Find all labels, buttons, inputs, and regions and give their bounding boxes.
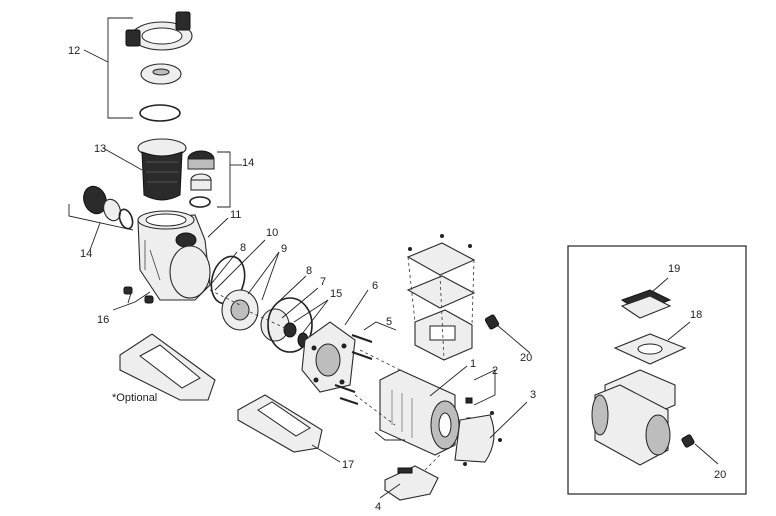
drive-control-box (406, 234, 476, 361)
strainer-basket (137, 138, 187, 201)
callout-11: 11 (230, 209, 241, 221)
fan-cover (454, 411, 502, 466)
callout-5: 5 (386, 316, 392, 328)
pump-base (237, 394, 323, 453)
callout-4: 4 (375, 501, 381, 513)
inset-panel (567, 245, 747, 495)
union-fitting-right (187, 150, 215, 208)
callout-17: 17 (342, 459, 354, 471)
optional-pump-base (119, 333, 216, 401)
inset-motor-drive (591, 369, 676, 466)
seal-plate-bolts (334, 334, 373, 405)
callout-20-main: 20 (520, 352, 532, 364)
leader-lines (68, 17, 719, 499)
callout-12: 12 (68, 45, 80, 57)
motor (379, 369, 460, 456)
lid-clamp-assembly (125, 11, 193, 122)
callout-13: 13 (94, 143, 106, 155)
pump-housing (137, 210, 211, 301)
union-fitting-left (83, 185, 134, 230)
alignment-lines (209, 289, 441, 471)
cable-fitting (484, 314, 500, 330)
callout-labels: 1 2 3 4 5 6 7 8 8 9 10 11 12 13 14 14 15… (68, 45, 726, 513)
drain-plugs (123, 286, 154, 304)
callout-3: 3 (530, 389, 536, 401)
callout-6: 6 (372, 280, 378, 292)
callout-20-inset: 20 (714, 469, 726, 481)
callout-14-left: 14 (80, 248, 92, 260)
callout-18: 18 (690, 309, 702, 321)
callout-16: 16 (97, 314, 109, 326)
callout-8-left: 8 (240, 242, 246, 254)
inset-keypad-cover (620, 289, 672, 319)
inset-cable-fitting (681, 434, 695, 448)
callout-10: 10 (266, 227, 278, 239)
diffuser (221, 289, 259, 331)
housing-o-ring (210, 255, 246, 305)
inset-drive-gasket (613, 333, 687, 365)
callout-9: 9 (281, 243, 287, 255)
callout-19: 19 (668, 263, 680, 275)
seal-plate (301, 321, 356, 393)
callout-2: 2 (492, 365, 498, 377)
callout-1: 1 (470, 358, 476, 370)
seal-plate-o-ring (267, 297, 313, 353)
optional-note: *Optional (112, 392, 157, 404)
callout-7: 7 (320, 276, 326, 288)
callout-8-right: 8 (306, 265, 312, 277)
motor-foot (384, 465, 439, 501)
callout-14-right: 14 (242, 157, 254, 169)
callout-15: 15 (330, 288, 342, 300)
